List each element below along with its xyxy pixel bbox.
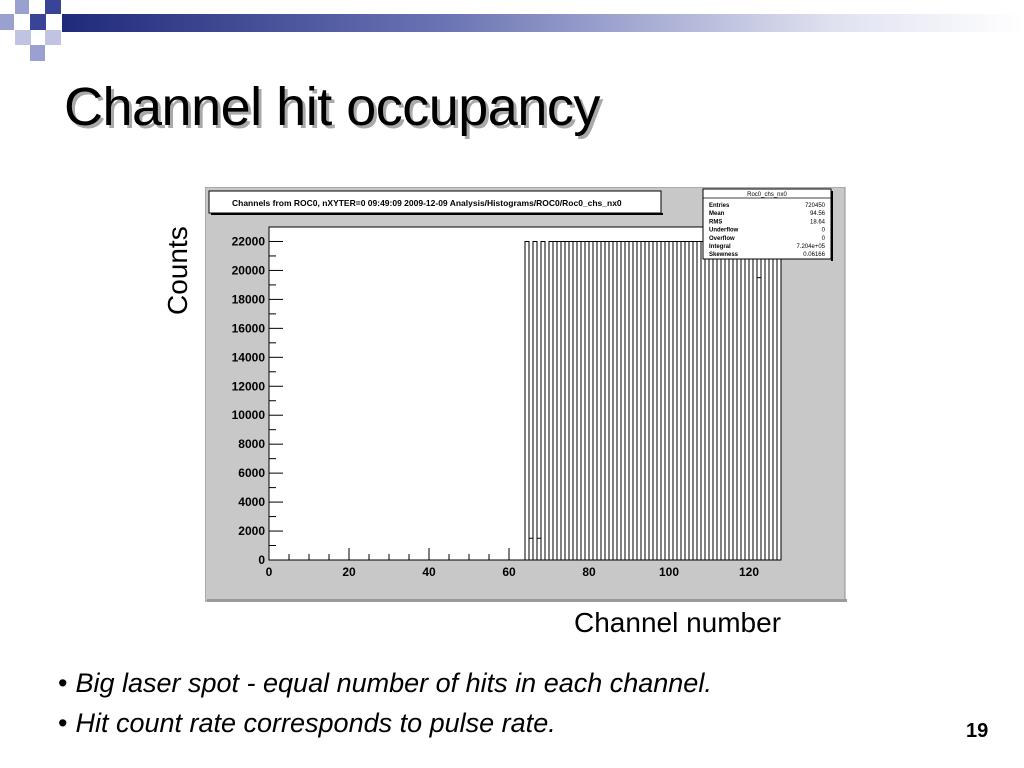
stats-value: 94.56 [810,211,826,217]
bullet-dot: • [58,708,68,738]
decoration-square [45,30,61,45]
y-tick-label: 2000 [238,524,265,538]
y-tick-label: 18000 [232,292,266,306]
decoration-square [45,0,61,14]
bullet-item: •Hit count rate corresponds to pulse rat… [58,708,712,748]
page-number: 19 [966,720,989,742]
y-tick-label: 0 [258,553,265,567]
decoration-square [30,45,45,61]
y-tick-label: 4000 [238,495,265,509]
stats-value: 0.06166 [803,252,825,258]
slide-decoration [0,0,61,61]
stats-label: Mean [709,211,725,217]
header-band [62,14,1024,32]
bullet-text: Big laser spot - equal number of hits in… [75,668,712,698]
histogram-title: Channels from ROC0, nXYTER=0 09:49:09 20… [232,198,622,208]
stats-value: 7.204e+05 [796,244,825,250]
histogram-bar [532,240,538,560]
x-tick-label: 120 [739,565,759,579]
histogram-bar [540,240,546,560]
y-tick-label: 10000 [232,408,266,422]
bullet-list: •Big laser spot - equal number of hits i… [58,668,712,748]
x-tick-label: 20 [342,565,356,579]
y-tick-label: 22000 [232,234,266,248]
x-axis-label: Channel number [574,607,782,638]
y-axis-label: Counts [162,226,193,315]
stats-value: 18.64 [810,219,826,225]
x-tick-label: 100 [659,565,679,579]
decoration-square [15,30,31,45]
slide-title: Channel hit occupancy [64,77,600,137]
x-axis-ticks: 0 20 40 60 80 100 120 [266,548,770,579]
y-tick-label: 6000 [238,466,265,480]
y-tick-label: 20000 [232,263,266,277]
x-tick-label: 80 [582,565,596,579]
x-tick-label: 0 [266,565,273,579]
x-tick-label: 60 [502,565,516,579]
x-tick-label: 40 [422,565,436,579]
bullet-dot: • [58,668,68,698]
stats-value: 720450 [805,203,826,209]
decoration-square [30,14,46,30]
histogram-title-box: Channels from ROC0, nXYTER=0 09:49:09 20… [208,190,663,215]
stats-value: 0 [822,228,826,234]
histogram-bars [524,240,782,560]
stats-label: Integral [709,244,731,250]
bullet-item: •Big laser spot - equal number of hits i… [58,668,712,708]
chart-frame-shadow [207,599,847,602]
y-axis-ticks: 0 2000 4000 6000 8000 10000 12000 14000 16000 180… [232,226,283,567]
stats-label: RMS [709,219,722,225]
stats-value: 0 [822,236,826,242]
y-tick-label: 12000 [232,379,266,393]
y-tick-label: 14000 [232,350,266,364]
histogram-chart: Channels from ROC0, nXYTER=0 09:49:09 20… [205,187,847,602]
stats-box-name: Roc0_chs_nx0 [747,192,787,198]
histogram-bar [524,240,530,560]
decoration-square [0,14,14,30]
decoration-square [15,0,29,14]
bullet-text: Hit count rate corresponds to pulse rate… [75,708,556,738]
stats-label: Underflow [709,228,739,234]
stats-label: Entries [709,203,730,209]
y-tick-label: 8000 [238,437,265,451]
stats-label: Skewness [709,252,739,258]
y-tick-label: 16000 [232,321,266,335]
stats-label: Overflow [709,236,735,242]
